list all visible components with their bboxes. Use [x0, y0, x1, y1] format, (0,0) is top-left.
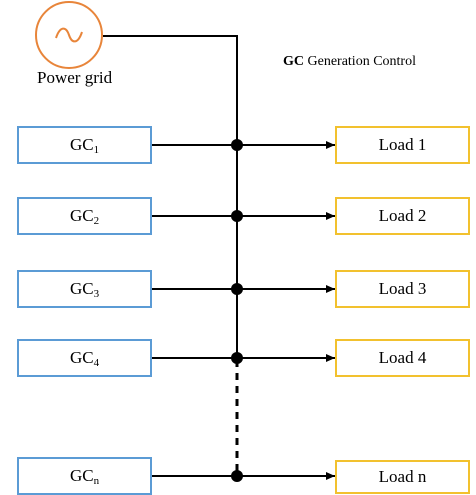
gc-label: GC — [69, 206, 94, 225]
load-label: Load n — [378, 467, 427, 486]
gc-label: GC — [69, 135, 94, 154]
load-label: Load 1 — [378, 135, 427, 154]
junction-dot — [231, 210, 243, 222]
load-box: Load 4 — [335, 339, 470, 377]
junction-dot — [231, 139, 243, 151]
gc-subscript: 2 — [93, 215, 100, 227]
arrowhead — [326, 141, 335, 149]
power-source-circle — [35, 1, 103, 69]
load-box: Load 1 — [335, 126, 470, 164]
grid-feeder-line — [103, 35, 238, 147]
gc-label: GC — [69, 279, 94, 298]
load-box: Load n — [335, 460, 470, 494]
load-label: Load 4 — [378, 348, 427, 367]
gc-subscript: 3 — [93, 288, 100, 300]
legend-text: Generation Control — [304, 54, 416, 69]
junction-dot — [231, 470, 243, 482]
gc-subscript: 1 — [93, 144, 100, 156]
load-label: Load 2 — [378, 206, 427, 225]
gc-label: GC — [69, 348, 94, 367]
junction-dot — [231, 283, 243, 295]
load-label: Load 3 — [378, 279, 427, 298]
gc-subscript: n — [93, 475, 100, 487]
load-box: Load 3 — [335, 270, 470, 308]
legend-abbr: GC — [283, 54, 304, 69]
junction-dot — [231, 352, 243, 364]
legend: GC Generation Control — [283, 54, 416, 70]
load-box: Load 2 — [335, 197, 470, 235]
power-grid-label: Power grid — [37, 68, 113, 87]
arrowhead — [326, 285, 335, 293]
arrowhead — [326, 212, 335, 220]
ac-sine-icon — [55, 27, 83, 43]
arrowhead — [326, 354, 335, 362]
arrowhead — [326, 472, 335, 480]
gc-subscript: 4 — [93, 357, 100, 369]
gc-label: GC — [69, 466, 94, 485]
